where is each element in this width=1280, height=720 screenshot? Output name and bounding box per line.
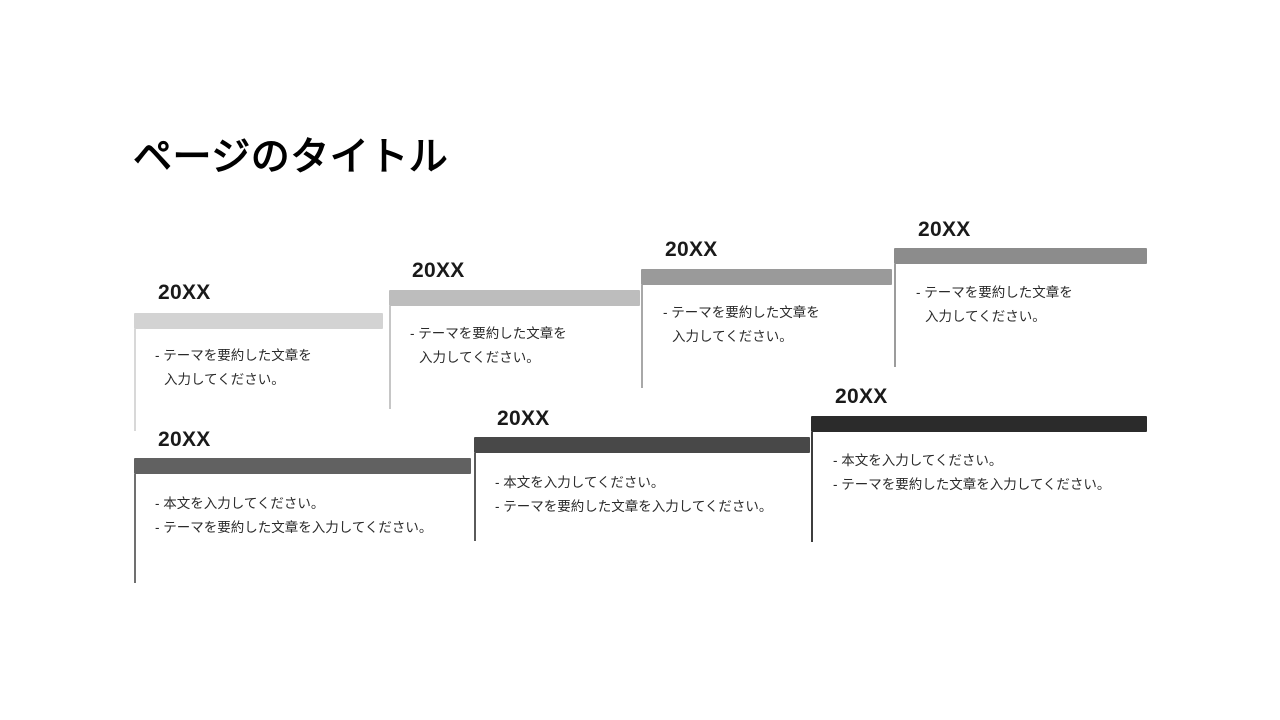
step-6-year: 20XX (497, 407, 550, 430)
step-2-body-line-1: - テーマを要約した文章を (410, 326, 567, 341)
step-6-connector-line (474, 453, 476, 541)
step-7-bar[interactable] (811, 416, 1147, 432)
step-6-body-line-1: - 本文を入力してください。 (495, 475, 665, 490)
step-4-body: - テーマを要約した文章を 入力してください。 (916, 281, 1073, 328)
step-1-bar[interactable] (134, 313, 383, 329)
step-1-body-line-2: 入力してください。 (164, 371, 285, 387)
step-5-body-line-1: - 本文を入力してください。 (155, 496, 325, 511)
step-2-connector-line (389, 306, 391, 409)
step-7-body-line-2: - テーマを要約した文章を入力してください。 (833, 476, 1111, 492)
step-5-year: 20XX (158, 428, 211, 451)
step-2-bar[interactable] (389, 290, 640, 306)
step-6-body: - 本文を入力してください。 - テーマを要約した文章を入力してください。 (495, 471, 772, 518)
step-5-bar[interactable] (134, 458, 471, 474)
step-2-body-line-2: 入力してください。 (419, 349, 540, 365)
step-4-body-line-2: 入力してください。 (925, 308, 1046, 324)
step-3-body-line-1: - テーマを要約した文章を (663, 305, 820, 320)
step-5-body-line-2: - テーマを要約した文章を入力してください。 (155, 519, 433, 535)
step-6-body-line-2: - テーマを要約した文章を入力してください。 (495, 498, 773, 514)
step-5-connector-line (134, 474, 136, 583)
page-title: ページのタイトル (133, 136, 449, 179)
step-3-bar[interactable] (641, 269, 892, 285)
step-7-body-line-1: - 本文を入力してください。 (833, 453, 1003, 468)
step-3-body: - テーマを要約した文章を 入力してください。 (663, 301, 820, 348)
step-2-body: - テーマを要約した文章を 入力してください。 (410, 322, 567, 369)
step-2-year: 20XX (412, 259, 465, 282)
step-1-body: - テーマを要約した文章を 入力してください。 (155, 344, 312, 391)
step-7-year: 20XX (835, 385, 888, 408)
step-4-bar[interactable] (894, 248, 1147, 264)
step-1-year: 20XX (158, 281, 211, 304)
step-4-body-line-1: - テーマを要約した文章を (916, 285, 1073, 300)
step-1-connector-line (134, 329, 136, 431)
step-5-body: - 本文を入力してください。 - テーマを要約した文章を入力してください。 (155, 492, 432, 539)
step-4-year: 20XX (918, 218, 971, 241)
step-3-connector-line (641, 285, 643, 388)
step-3-body-line-2: 入力してください。 (672, 328, 793, 344)
step-7-body: - 本文を入力してください。 - テーマを要約した文章を入力してください。 (833, 449, 1110, 496)
step-7-connector-line (811, 432, 813, 542)
step-3-year: 20XX (665, 238, 718, 261)
step-4-connector-line (894, 264, 896, 367)
step-1-body-line-1: - テーマを要約した文章を (155, 348, 312, 363)
step-6-bar[interactable] (474, 437, 810, 453)
